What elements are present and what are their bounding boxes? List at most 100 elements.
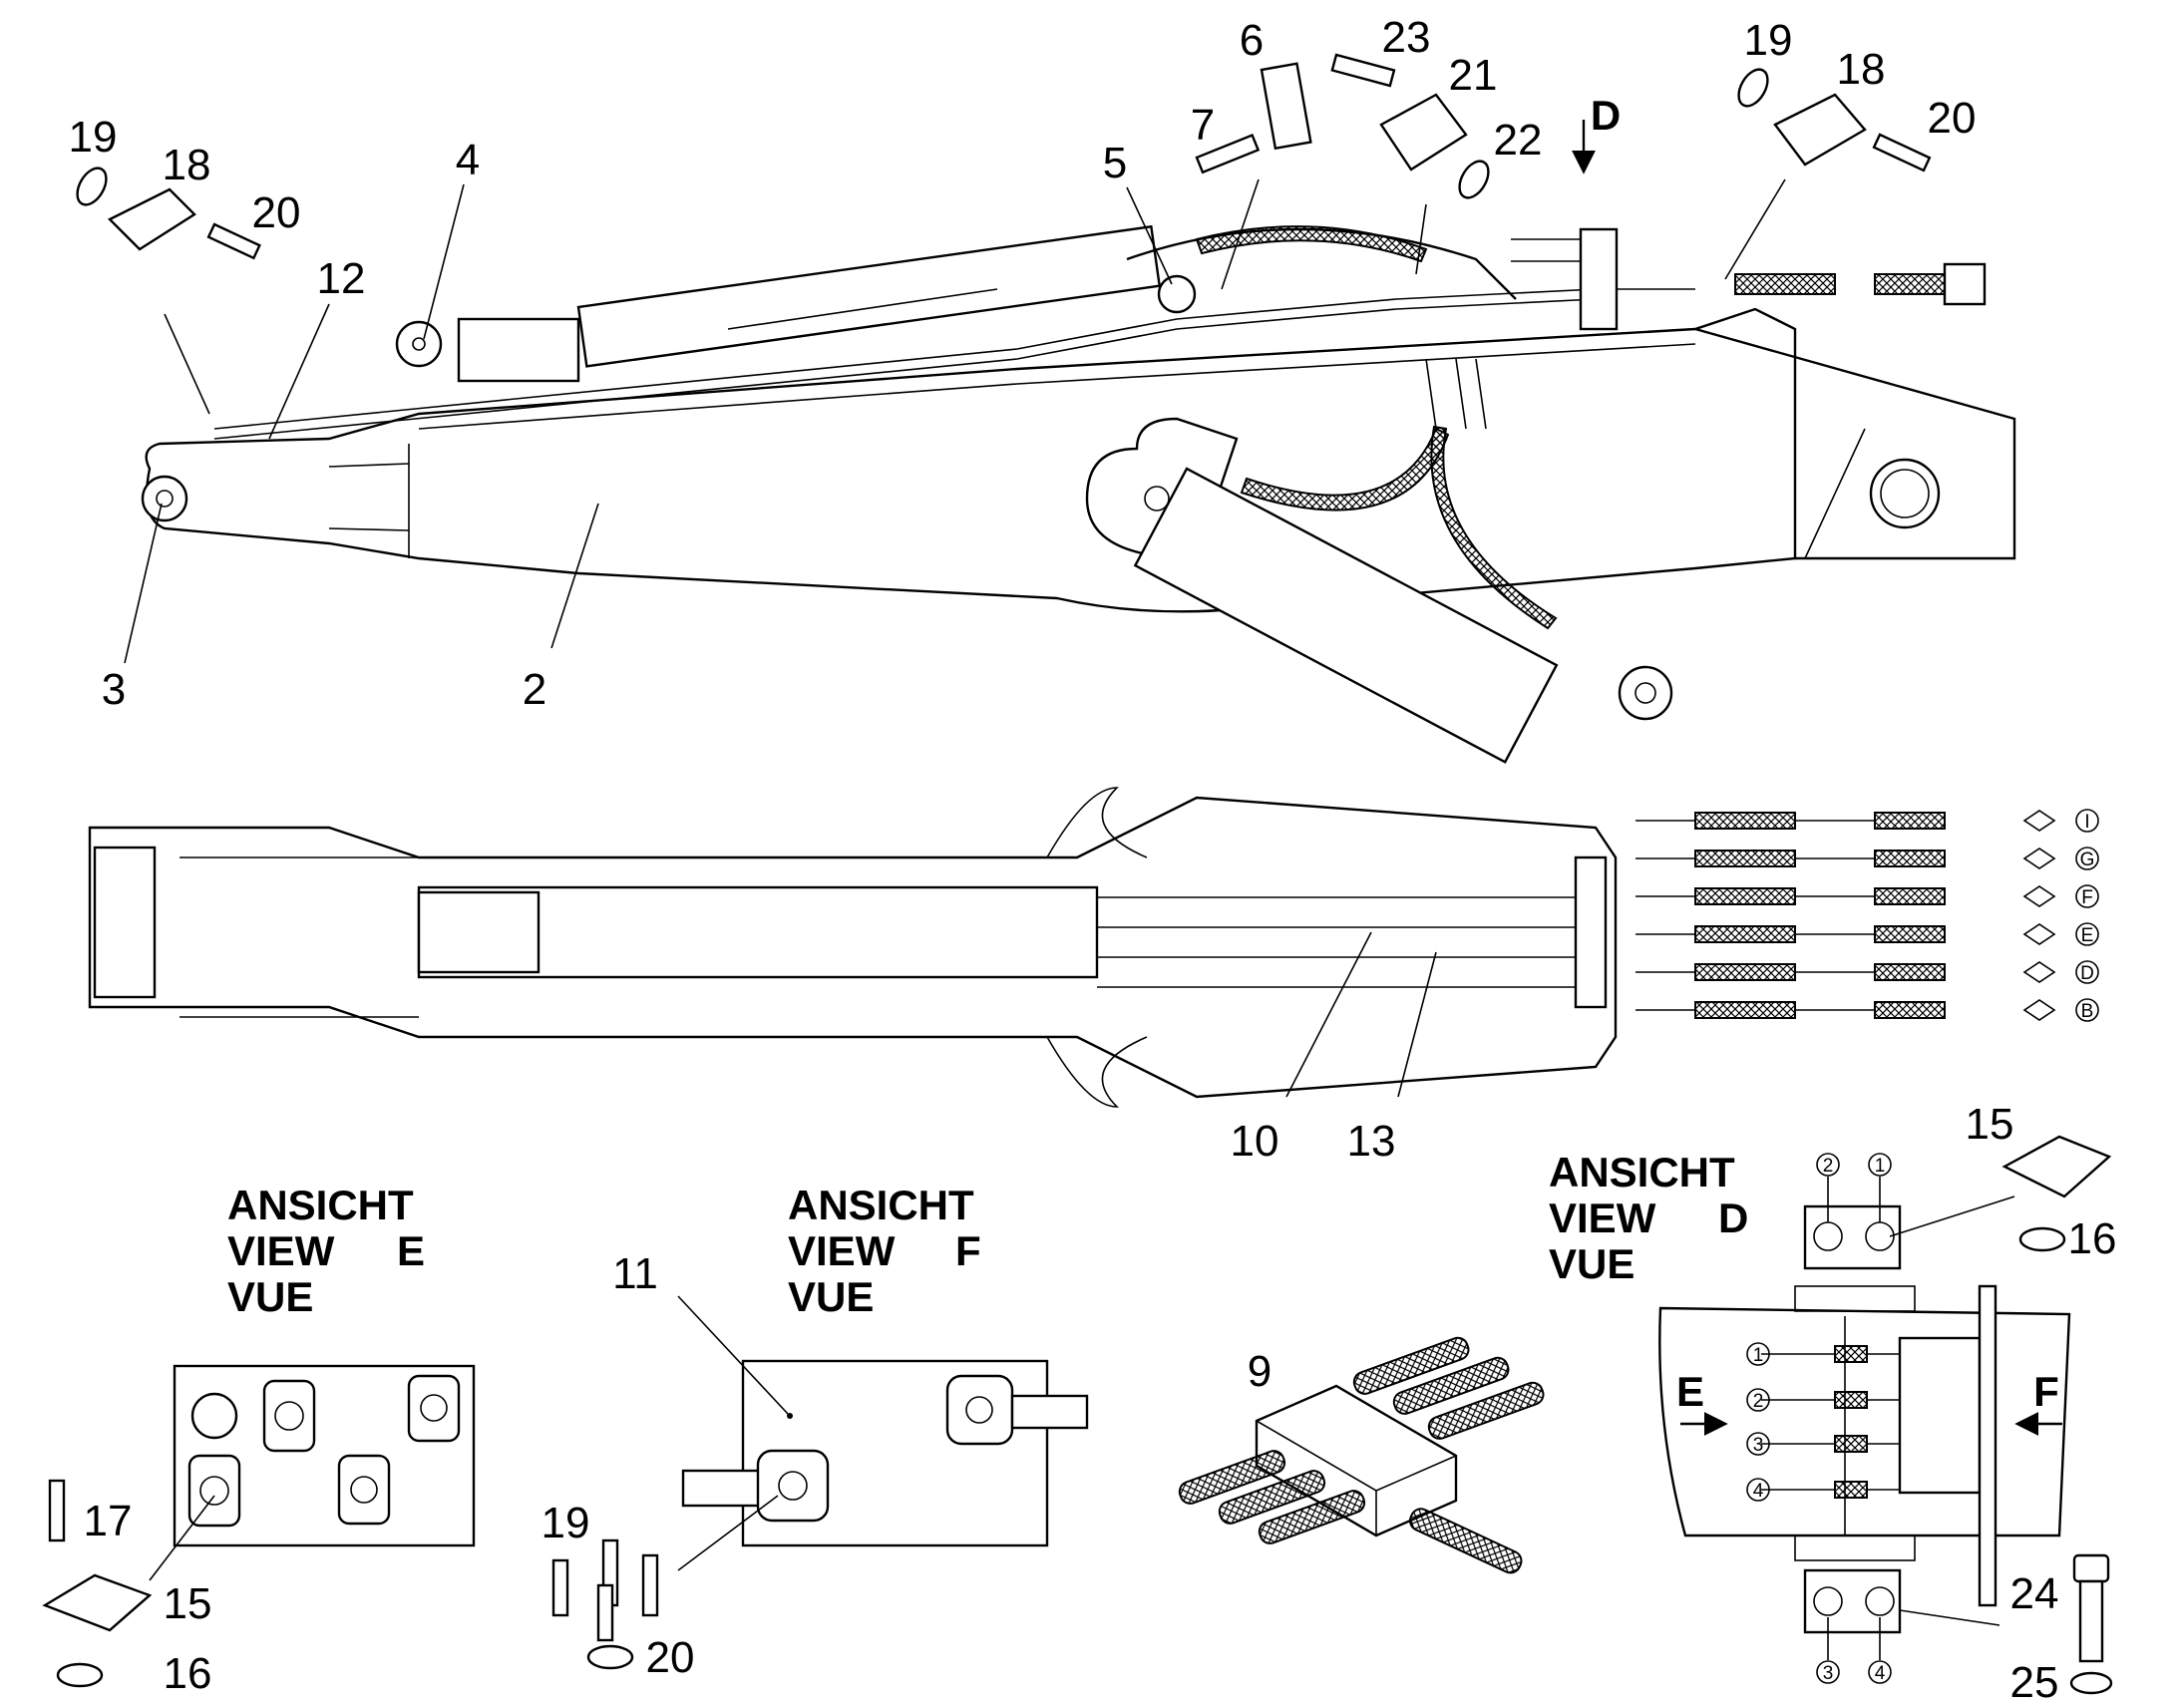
- part-label: 12: [317, 254, 366, 303]
- bolt: [641, 1553, 659, 1617]
- circled-marker-label: 1: [1875, 1156, 1886, 1177]
- part-label: 23: [1382, 13, 1431, 62]
- flange-half: [1773, 93, 1867, 167]
- part-label: 7: [1191, 101, 1215, 150]
- part-label: 19: [542, 1499, 590, 1547]
- port-marker: D: [2022, 960, 2099, 984]
- valve-block: 9: [1178, 1336, 1545, 1574]
- circled-marker: 3: [1816, 1660, 1840, 1684]
- part-label: 9: [1248, 1347, 1272, 1396]
- circled-marker: 2: [1816, 1153, 1840, 1177]
- o-ring: [1737, 68, 1769, 108]
- part-label: 20: [252, 188, 301, 237]
- part-label: 18: [163, 141, 211, 189]
- bolt: [551, 1558, 569, 1617]
- boom-cylinder: [1085, 358, 1673, 764]
- port-hose-rows: [1635, 812, 1946, 1019]
- circled-marker-label: 2: [1823, 1156, 1834, 1177]
- part-label: 17: [84, 1497, 133, 1545]
- part-label: 19: [69, 113, 118, 162]
- port-marker-label: I: [2084, 812, 2089, 833]
- bolt: [2072, 1553, 2110, 1583]
- view-f-line3: VUE: [788, 1273, 874, 1320]
- flange-half: [1379, 93, 1468, 171]
- port-marker-label: B: [2081, 1001, 2094, 1022]
- top-callouts: 19 18 20 12 4 3 2 6 7 5 23 21 22 D: [69, 13, 1977, 1166]
- port-marker-label: F: [2081, 887, 2093, 908]
- circled-marker-label: 3: [1823, 1663, 1834, 1684]
- bolt: [48, 1479, 66, 1542]
- view-e-line1: ANSICHT: [227, 1182, 414, 1228]
- flange-half: [2001, 1135, 2112, 1198]
- view-e: ANSICHT VIEW E VUE 17 15 16: [42, 1182, 476, 1698]
- boom-top-view: [88, 787, 1946, 1108]
- part-label: 13: [1347, 1117, 1396, 1166]
- port-marker: G: [2022, 847, 2099, 870]
- boom-tip-pin: [141, 475, 188, 522]
- view-d: ANSICHT VIEW D VUE E F 2: [1549, 1100, 2116, 1707]
- view-f-line1: ANSICHT: [788, 1182, 974, 1228]
- part-label: 4: [456, 136, 480, 184]
- bolt: [206, 222, 261, 260]
- part-label: 2: [523, 665, 546, 714]
- view-d-arrow-e-label: E: [1676, 1368, 1704, 1415]
- view-arrow-label: D: [1591, 92, 1621, 139]
- o-ring: [76, 167, 108, 206]
- part-label: 16: [2068, 1214, 2117, 1263]
- circled-marker: 1: [1868, 1153, 1892, 1177]
- part-label: 19: [1744, 16, 1793, 65]
- flange-half: [107, 187, 196, 251]
- bolt: [1330, 53, 1396, 88]
- o-ring: [2018, 1226, 2066, 1252]
- circled-marker-label: 1: [1753, 1345, 1764, 1366]
- view-d-line1: ANSICHT: [1549, 1149, 1735, 1196]
- boom-side-view: [141, 224, 2016, 764]
- view-f-letter: F: [955, 1227, 981, 1274]
- flange-half: [42, 1573, 153, 1632]
- view-f-line2: VIEW: [788, 1227, 896, 1274]
- view-d-arrow-f-label: F: [2033, 1368, 2059, 1415]
- port-marker: E: [2022, 922, 2099, 946]
- part-label: 5: [1103, 139, 1127, 187]
- circled-marker-label: 2: [1753, 1391, 1764, 1412]
- part-label: 15: [164, 1579, 212, 1628]
- part-label: 10: [1231, 1117, 1279, 1166]
- bolt: [1195, 133, 1261, 174]
- circled-marker: 4: [1746, 1478, 1770, 1502]
- port-marker: B: [2022, 998, 2099, 1022]
- pin-5: [1157, 274, 1197, 314]
- o-ring: [56, 1662, 104, 1688]
- port-markers: I G F E D B: [2022, 809, 2099, 1022]
- view-d-line3: VUE: [1549, 1240, 1635, 1287]
- view-f-frame: [741, 1359, 1049, 1547]
- circled-marker-label: 4: [1875, 1663, 1886, 1684]
- view-d-letter: D: [1718, 1195, 1748, 1241]
- part-label: 15: [1966, 1100, 2014, 1149]
- view-e-letter: E: [397, 1227, 425, 1274]
- port-marker: I: [2022, 809, 2099, 833]
- view-d-line2: VIEW: [1549, 1195, 1656, 1241]
- part-label: 16: [164, 1649, 212, 1698]
- o-ring: [586, 1644, 634, 1670]
- circled-marker: 3: [1746, 1432, 1770, 1456]
- part-label: 3: [102, 665, 126, 714]
- arm-cylinder: [395, 224, 1162, 383]
- part-label: 25: [2010, 1658, 2059, 1707]
- port-marker: F: [2022, 884, 2099, 908]
- port-marker-label: E: [2081, 925, 2094, 946]
- view-e-line2: VIEW: [227, 1227, 335, 1274]
- part-label: 20: [1928, 94, 1977, 143]
- view-f: ANSICHT VIEW F VUE 11 19 20: [542, 1182, 1089, 1682]
- part-label: 11: [612, 1249, 658, 1298]
- plate: [1260, 62, 1312, 151]
- o-ring: [1458, 160, 1490, 199]
- circled-marker: 2: [1746, 1388, 1770, 1412]
- part-label: 20: [646, 1633, 695, 1682]
- part-label: 21: [1449, 51, 1498, 100]
- port-marker-label: G: [2080, 850, 2095, 870]
- port-marker-label: D: [2080, 963, 2094, 984]
- circled-marker: 4: [1868, 1660, 1892, 1684]
- circled-marker: 1: [1746, 1342, 1770, 1366]
- part-label: 22: [1494, 116, 1543, 165]
- bolt: [1872, 133, 1932, 172]
